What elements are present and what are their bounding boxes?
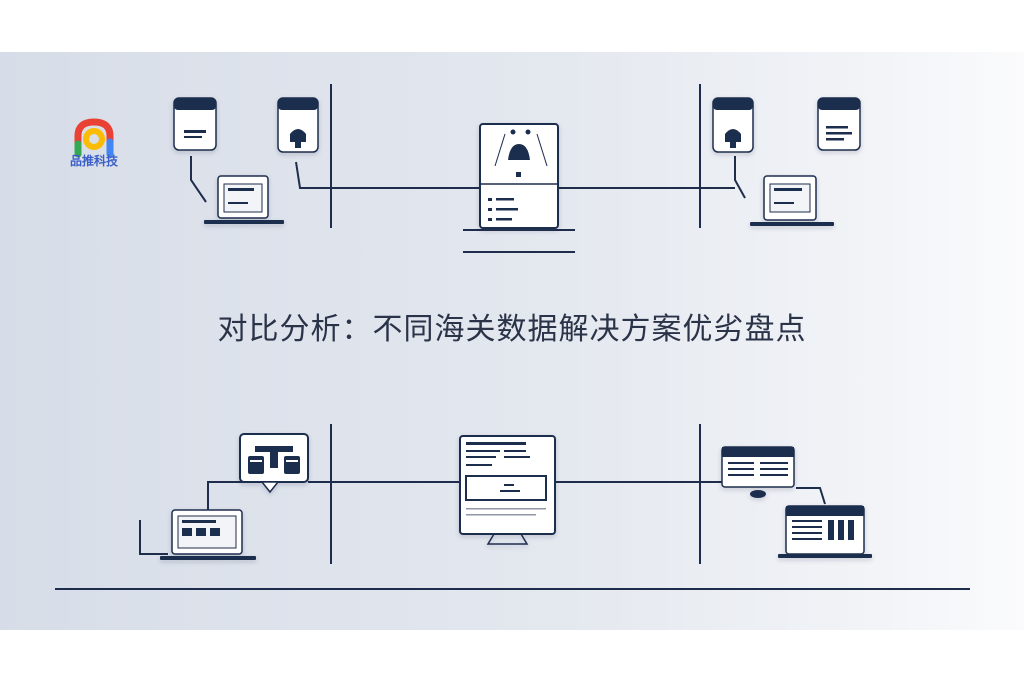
- lock-icon: [712, 97, 754, 153]
- database-server-icon: [479, 123, 559, 229]
- document-card-icon: [817, 97, 861, 151]
- brand-name: 品推科技: [69, 154, 118, 168]
- network-diagram-illustration: [55, 84, 970, 590]
- laptop-icon: [204, 175, 284, 224]
- laptop-icon: [778, 505, 872, 558]
- bottom-network-lines: [55, 424, 970, 590]
- laptop-icon: [160, 509, 256, 560]
- top-network-lines: [190, 84, 746, 253]
- document-card-icon: [173, 97, 217, 151]
- monitor-icon: [239, 433, 309, 494]
- headline-title: 对比分析：不同海关数据解决方案优劣盘点: [217, 312, 807, 347]
- laptop-icon: [750, 175, 834, 226]
- monitor-icon: [459, 435, 556, 545]
- hero-banner: 对比分析：不同海关数据解决方案优劣盘点 品推科技: [0, 52, 1024, 630]
- brand-logo-icon: [74, 118, 114, 158]
- document-card-icon: [721, 446, 795, 498]
- lock-icon: [277, 97, 319, 153]
